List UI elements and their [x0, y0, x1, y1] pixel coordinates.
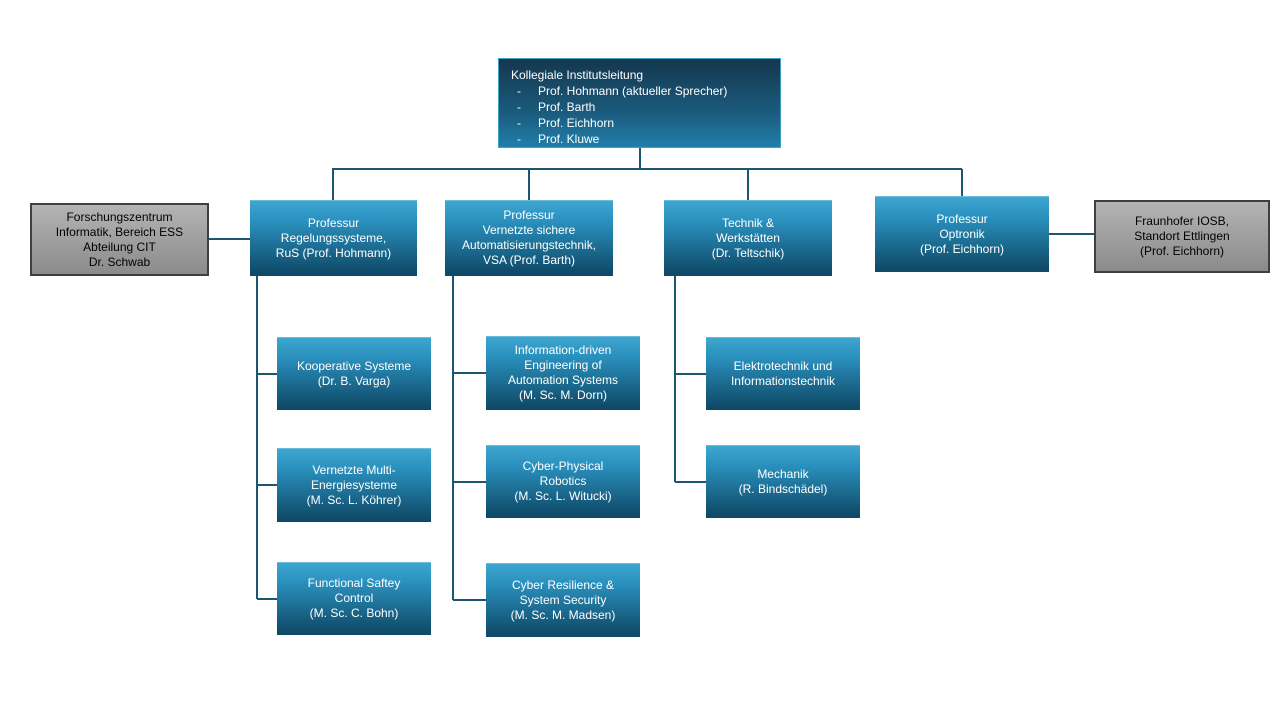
bullet-dash: - [517, 84, 521, 98]
connector-rus-children [256, 275, 278, 600]
root-member-label: Prof. Barth [538, 100, 596, 114]
root-member: - Prof. Kluwe [511, 131, 770, 147]
bullet-dash: - [517, 116, 521, 130]
box-professur-vsa: Professur Vernetzte sichere Automatisier… [445, 200, 613, 276]
root-member: - Prof. Hohmann (aktueller Sprecher) [511, 83, 770, 99]
box-fraunhofer-iosb: Fraunhofer IOSB, Standort Ettlingen (Pro… [1094, 200, 1270, 273]
box-professur-rus: Professur Regelungssysteme, RuS (Prof. H… [250, 200, 417, 276]
root-title: Kollegiale Institutsleitung [511, 68, 644, 82]
box-cyber-resilience-system-security: Cyber Resilience & System Security (M. S… [486, 563, 640, 637]
box-functional-safety-control: Functional Saftey Control (M. Sc. C. Boh… [277, 562, 431, 635]
box-information-driven-engineering: Information-driven Engineering of Automa… [486, 336, 640, 410]
box-vernetzte-multi-energiesysteme: Vernetzte Multi- Energiesysteme (M. Sc. … [277, 448, 431, 522]
root-member-label: Prof. Kluwe [538, 132, 600, 146]
bullet-dash: - [517, 132, 521, 146]
box-elektrotechnik-informationstechnik: Elektrotechnik und Informationstechnik [706, 337, 860, 410]
box-professur-optronik: Professur Optronik (Prof. Eichhorn) [875, 196, 1049, 272]
box-kooperative-systeme: Kooperative Systeme (Dr. B. Varga) [277, 337, 431, 410]
connector-root-to-units [332, 148, 963, 201]
bullet-dash: - [517, 100, 521, 114]
box-technik-werkstaetten: Technik & Werkstätten (Dr. Teltschik) [664, 200, 832, 276]
box-mechanik: Mechanik (R. Bindschädel) [706, 445, 860, 518]
box-cyber-physical-robotics: Cyber-Physical Robotics (M. Sc. L. Wituc… [486, 445, 640, 518]
connector-vsa-children [452, 275, 487, 601]
root-member-label: Prof. Hohmann (aktueller Sprecher) [538, 84, 728, 98]
root-member: - Prof. Eichhorn [511, 115, 770, 131]
box-fzi-forschungszentrum-informatik: Forschungszentrum Informatik, Bereich ES… [30, 203, 209, 276]
box-kollegiale-institutsleitung: Kollegiale Institutsleitung - Prof. Hohm… [498, 58, 781, 148]
root-member: - Prof. Barth [511, 99, 770, 115]
connector-technik-children [674, 275, 707, 483]
root-member-label: Prof. Eichhorn [538, 116, 615, 130]
